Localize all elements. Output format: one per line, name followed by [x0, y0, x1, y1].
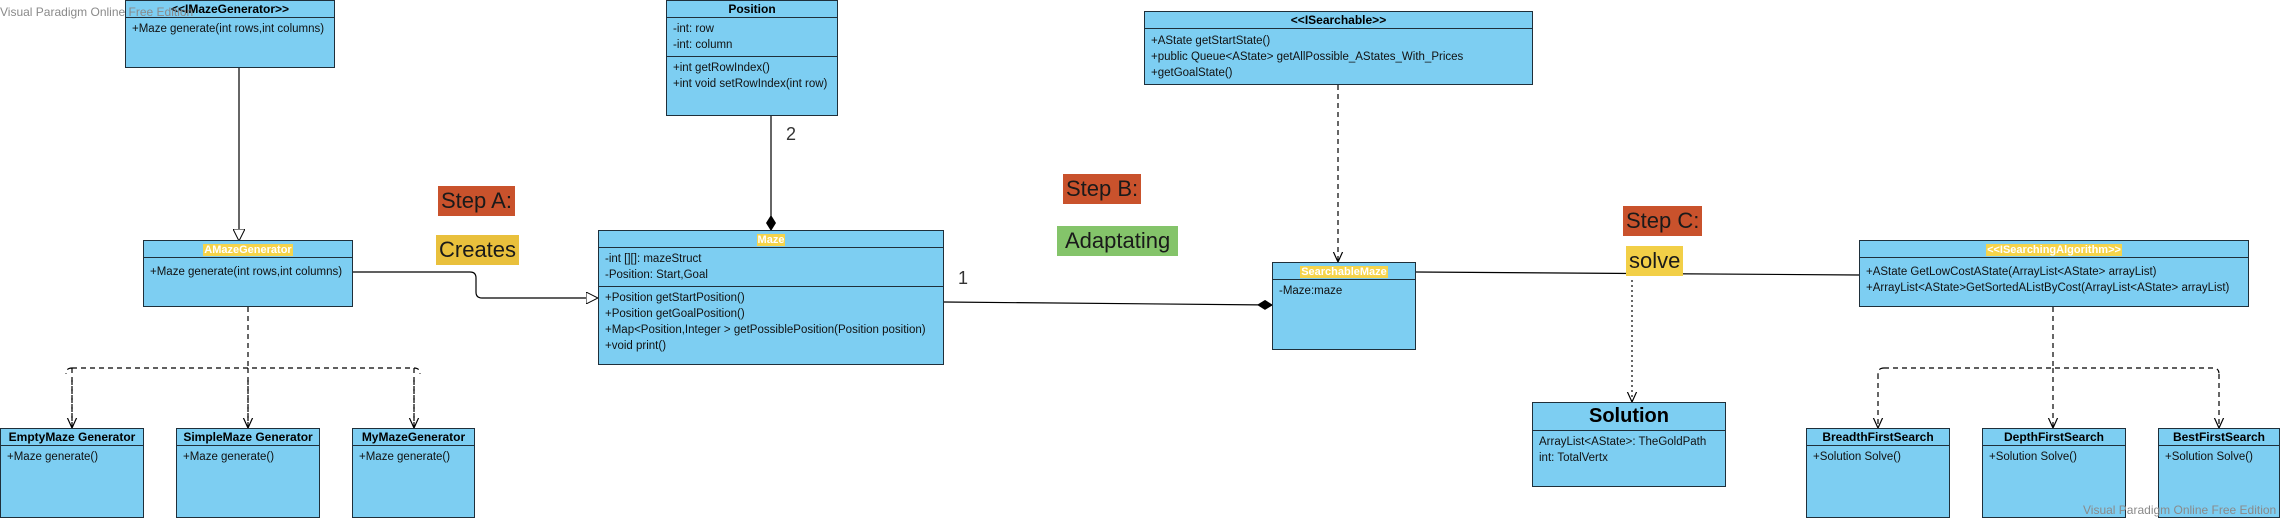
- maze-class[interactable]: Maze -int [][]: mazeStruct -Position: St…: [598, 230, 944, 365]
- class-operation: +int void setRowIndex(int row): [673, 78, 828, 90]
- searchablemaze-class[interactable]: SearchableMaze -Maze:maze: [1272, 262, 1416, 350]
- class-operation: +Maze generate(): [7, 451, 99, 463]
- solution-class[interactable]: Solution ArrayList<AState>: TheGoldPath …: [1532, 402, 1726, 487]
- isearchingalgorithm-class[interactable]: <<ISearchingAlgorithm>> +AState GetLowCo…: [1859, 240, 2249, 307]
- class-title-text: SearchableMaze: [1300, 266, 1388, 278]
- multiplicity-position-maze: 2: [786, 124, 797, 144]
- class-operation: +Solution Solve(): [1989, 451, 2077, 463]
- wire-algorithm-children: [1877, 307, 2220, 375]
- watermark-bottom: Visual Paradigm Online Free Edition: [2083, 503, 2277, 517]
- class-title: MyMazeGenerator: [353, 429, 474, 446]
- class-attribute: -int: row: [673, 23, 714, 35]
- class-operation: +AState GetLowCostAState(ArrayList<AStat…: [1866, 266, 2157, 278]
- class-operation: +Maze generate(int rows,int columns): [150, 266, 343, 278]
- class-title: BestFirstSearch: [2159, 429, 2279, 446]
- class-attribute: -int [][]: mazeStruct: [605, 253, 702, 265]
- wire-maze-searchable: [943, 299, 1273, 310]
- step-b-label: Step B:: [1063, 174, 1142, 204]
- class-operation: +Maze generate(int rows,int columns): [132, 23, 325, 35]
- class-operation: +Position getGoalPosition(): [605, 308, 745, 320]
- class-title: BreadthFirstSearch: [1807, 429, 1949, 446]
- class-title: Solution: [1533, 403, 1725, 431]
- step-a-label: Step A:: [438, 186, 515, 216]
- class-operation: +void print(): [605, 340, 667, 352]
- class-title: Position: [667, 1, 837, 18]
- class-attribute: -Position: Start,Goal: [605, 269, 708, 281]
- class-attribute: int: TotalVertx: [1539, 452, 1608, 464]
- class-title: <<ISearchingAlgorithm>>: [1860, 241, 2248, 258]
- class-title-text: AMazeGenerator: [203, 244, 293, 256]
- creates-label: Creates: [436, 235, 520, 265]
- amazegenerator-class[interactable]: AMazeGenerator +Maze generate(int rows,i…: [143, 240, 353, 307]
- class-operation: +AState getStartState(): [1151, 35, 1271, 47]
- class-attribute: -Maze:maze: [1279, 285, 1343, 297]
- isearchable-class[interactable]: <<ISearchable>> +AState getStartState() …: [1144, 11, 1533, 85]
- class-title-text: Maze: [756, 234, 786, 246]
- class-attribute: -int: column: [673, 39, 733, 51]
- class-operation: +public Queue<AState> getAllPossible_ASt…: [1151, 51, 1464, 63]
- class-title: DepthFirstSearch: [1983, 429, 2125, 446]
- solve-label: solve: [1626, 246, 1684, 276]
- class-title: SearchableMaze: [1273, 263, 1415, 280]
- class-operation: +Solution Solve(): [1813, 451, 1901, 463]
- class-operation: +Solution Solve(): [2165, 451, 2253, 463]
- class-operation: +Position getStartPosition(): [605, 292, 745, 304]
- mymazegenerator-class[interactable]: MyMazeGenerator +Maze generate(): [352, 428, 475, 518]
- bestfirstsearch-class[interactable]: BestFirstSearch +Solution Solve(): [2158, 428, 2280, 518]
- wire-amaze-children: [65, 307, 421, 428]
- class-title: <<IMazeGenerator>>: [126, 1, 334, 18]
- emptymaze-generator-class[interactable]: EmptyMaze Generator +Maze generate(): [0, 428, 144, 518]
- depthfirstsearch-class[interactable]: DepthFirstSearch +Solution Solve(): [1982, 428, 2126, 518]
- class-operation: +Maze generate(): [359, 451, 451, 463]
- class-title: Maze: [599, 231, 943, 248]
- multiplicity-maze-searchable: 1: [958, 268, 969, 288]
- class-title: EmptyMaze Generator: [1, 429, 143, 446]
- class-title-text: <<ISearchingAlgorithm>>: [1986, 244, 2122, 256]
- class-title: <<ISearchable>>: [1145, 12, 1532, 29]
- class-attribute: ArrayList<AState>: TheGoldPath: [1539, 436, 1707, 448]
- class-title: AMazeGenerator: [144, 241, 352, 258]
- class-title: SimpleMaze Generator: [177, 429, 319, 446]
- breadthfirstsearch-class[interactable]: BreadthFirstSearch +Solution Solve(): [1806, 428, 1950, 518]
- class-operation: +Maze generate(): [183, 451, 275, 463]
- simplemaze-generator-class[interactable]: SimpleMaze Generator +Maze generate(): [176, 428, 320, 518]
- adaptating-label: Adaptating: [1057, 226, 1179, 256]
- class-operation: +int getRowIndex(): [673, 62, 770, 74]
- imazegenerator-class[interactable]: <<IMazeGenerator>> +Maze generate(int ro…: [125, 0, 335, 68]
- step-c-label: Step C:: [1623, 206, 1703, 236]
- class-operation: +Map<Position,Integer > getPossiblePosit…: [605, 324, 926, 336]
- class-operation: +getGoalState(): [1151, 67, 1233, 79]
- position-class[interactable]: Position -int: row -int: column +int get…: [666, 0, 838, 116]
- wire-amaze-maze: [352, 271, 597, 298]
- watermark-top: Visual Paradigm Online Free Edition: [0, 5, 194, 19]
- class-operation: +ArrayList<AState>GetSortedAListByCost(A…: [1866, 282, 2230, 294]
